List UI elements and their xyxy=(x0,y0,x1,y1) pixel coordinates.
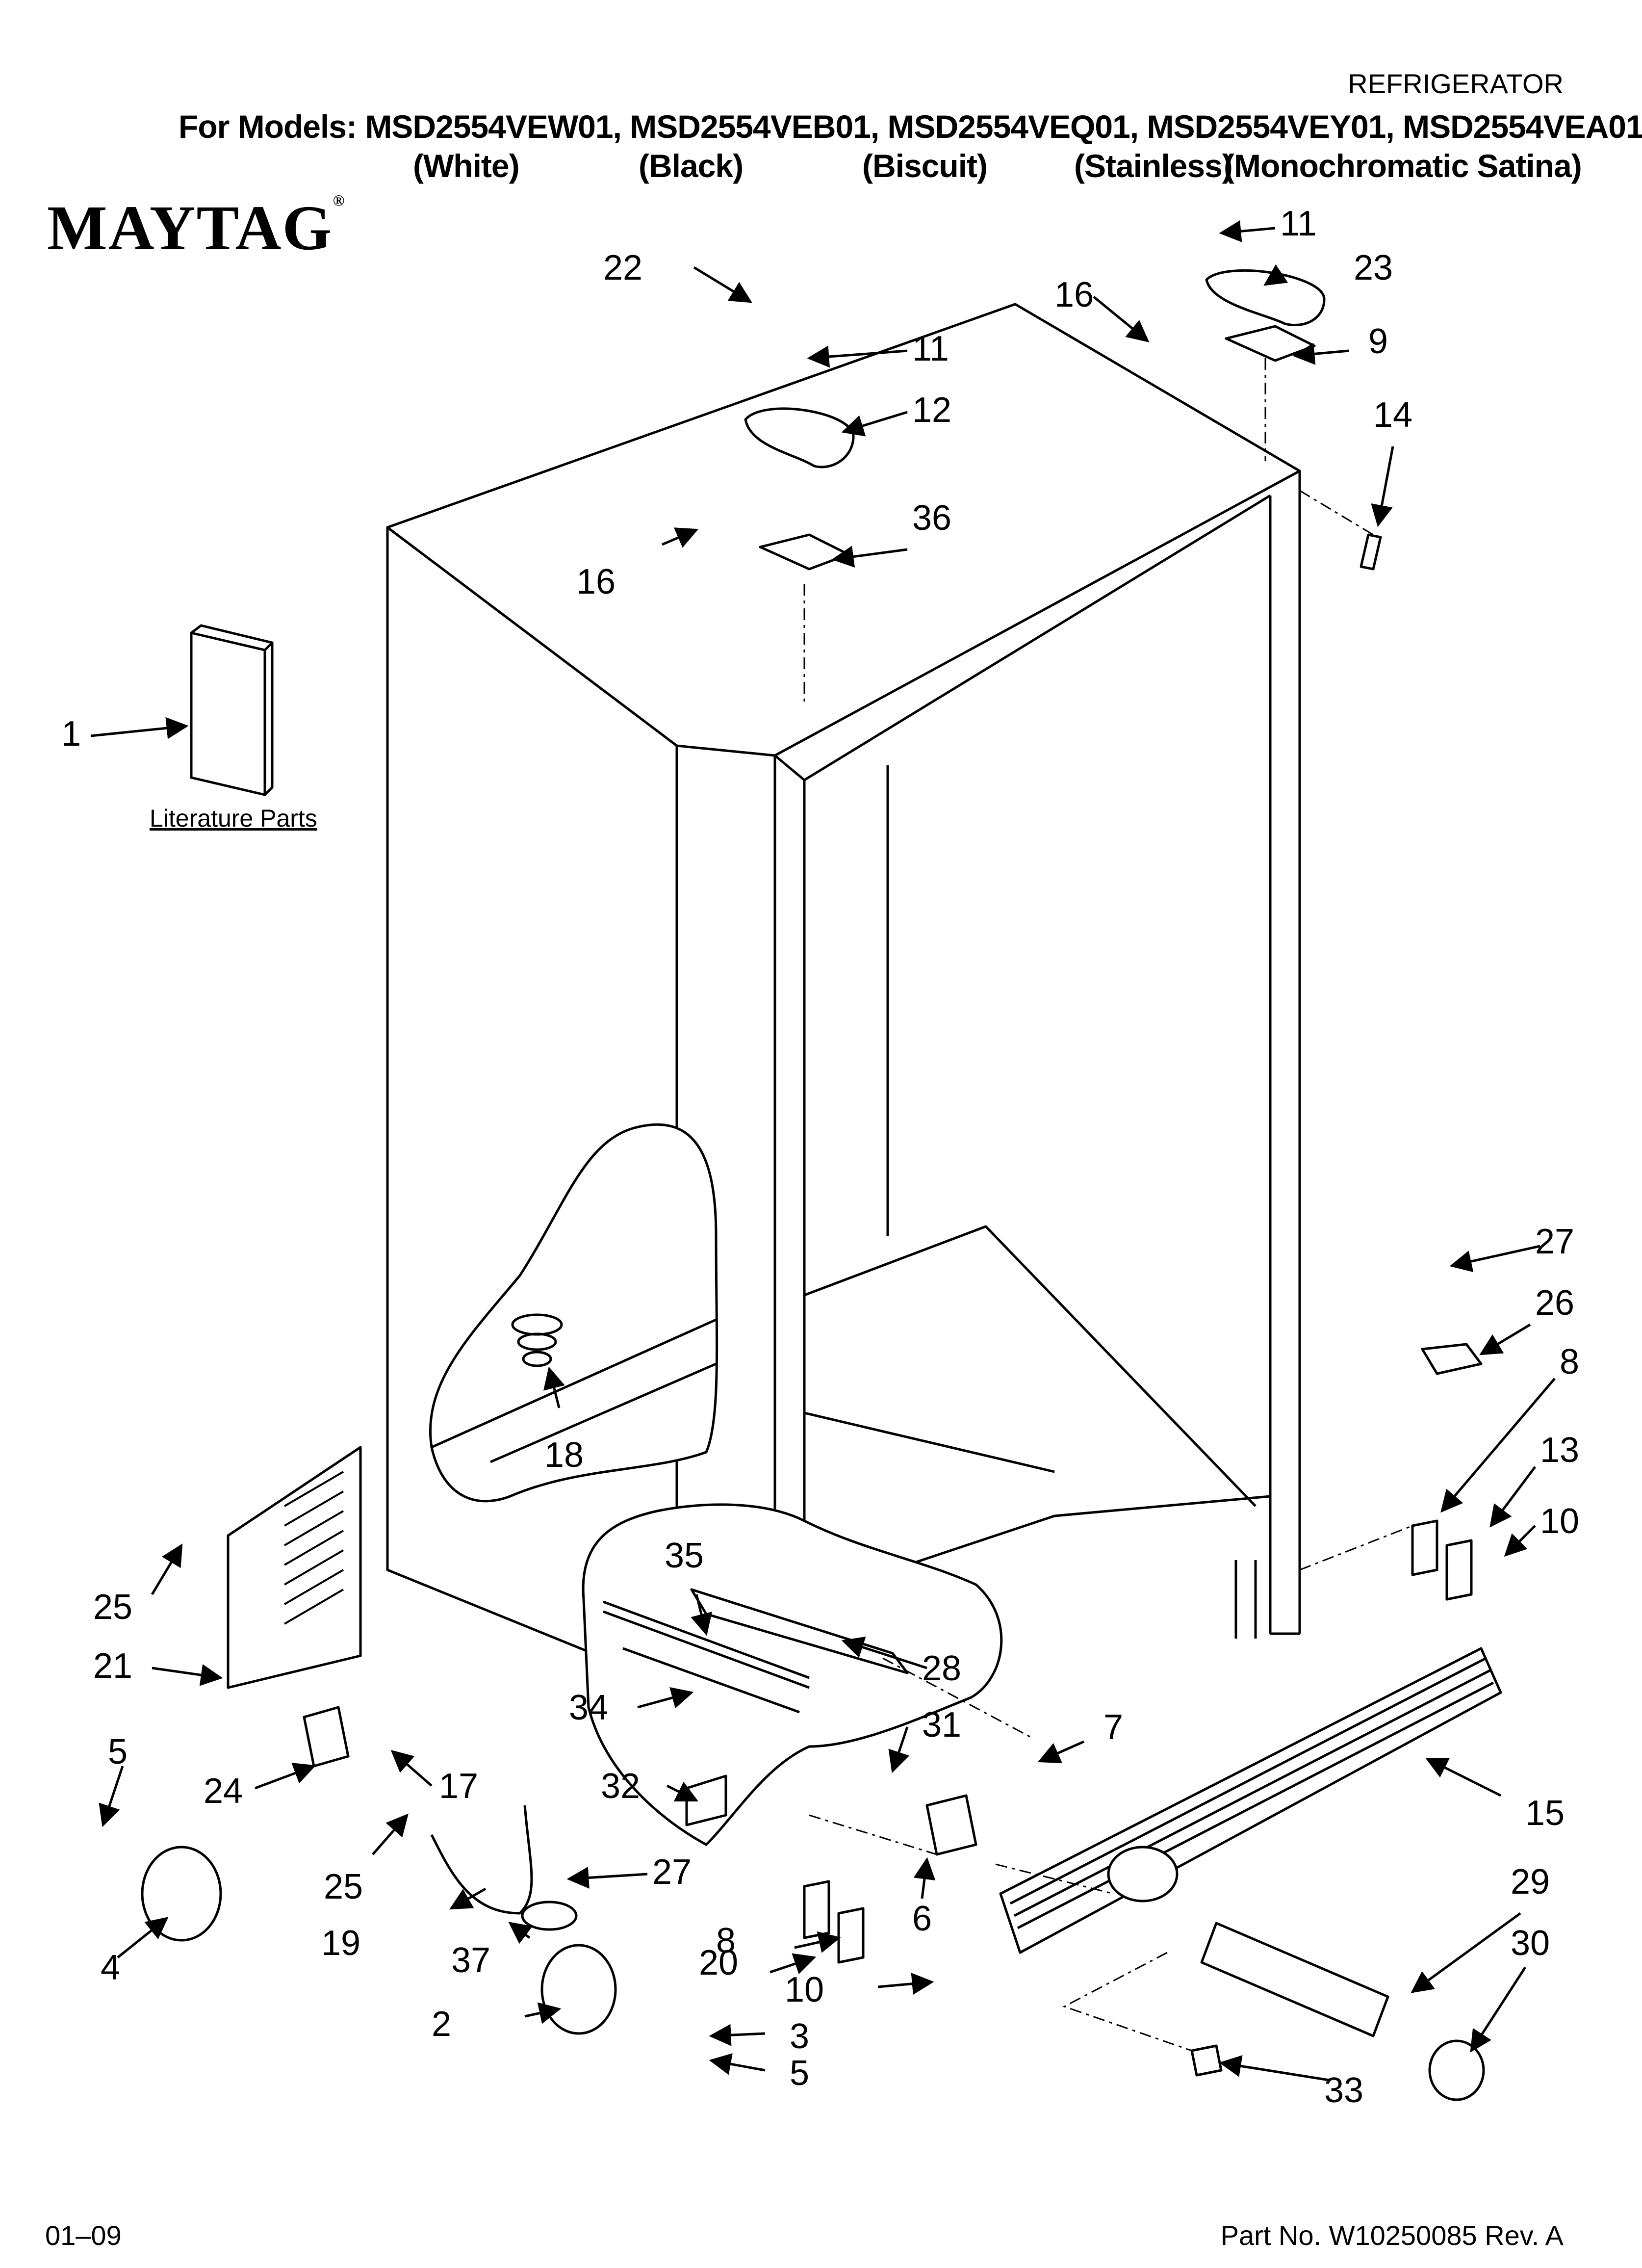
callout-label: 17 xyxy=(439,1767,478,1806)
footer-date: 01–09 xyxy=(45,2220,122,2251)
callout-label: 20 xyxy=(699,1943,738,1982)
callout-label: 36 xyxy=(912,498,951,538)
color-white: (White) xyxy=(413,148,520,184)
brand-logo: MAYTAG® xyxy=(47,191,346,263)
callout-label: 12 xyxy=(912,391,951,430)
callout-label: 25 xyxy=(93,1588,132,1627)
callout-label: 9 xyxy=(1368,322,1388,361)
callout-label: 10 xyxy=(1540,1502,1579,1541)
callout-label: 31 xyxy=(922,1705,961,1745)
callout-label: 21 xyxy=(93,1646,132,1686)
document-type: REFRIGERATOR xyxy=(1348,68,1564,99)
rear-panel xyxy=(227,1446,362,1689)
cutaway-lower xyxy=(582,1503,1003,1846)
callout-label: 10 xyxy=(785,1970,824,2009)
callout-label: 8 xyxy=(1560,1342,1579,1382)
callout-label: 18 xyxy=(544,1435,584,1475)
callout-label: 19 xyxy=(321,1924,360,1963)
callout-label: 16 xyxy=(1054,275,1094,314)
callout-label: 32 xyxy=(601,1767,640,1806)
literature-parts-label: Literature Parts xyxy=(150,805,317,832)
callout-label: 25 xyxy=(324,1867,363,1906)
callout-label: 3 xyxy=(790,2017,809,2056)
callout-label: 23 xyxy=(1354,248,1393,287)
callout-label: 11 xyxy=(1280,204,1317,243)
cutaway-left xyxy=(429,1123,718,1503)
color-monochromatic-satina: (Monochromatic Satina) xyxy=(1224,148,1582,184)
callout-label: 5 xyxy=(790,2054,809,2093)
color-stainless: (Stainless) xyxy=(1074,148,1233,184)
base-grille xyxy=(999,1647,1502,1954)
callout-label: 14 xyxy=(1373,395,1412,435)
callout-label: 29 xyxy=(1511,1862,1550,1902)
callout-label: 27 xyxy=(1535,1222,1574,1261)
callout-label: 30 xyxy=(1511,1924,1550,1963)
callout-label: 7 xyxy=(1103,1708,1123,1747)
callout-label: 34 xyxy=(569,1688,608,1727)
literature-book xyxy=(190,631,266,796)
models-line: For Models: MSD2554VEW01, MSD2554VEB01, … xyxy=(179,108,1642,145)
callout-label: 37 xyxy=(451,1941,490,1980)
callout-label: 6 xyxy=(912,1899,932,1938)
callout-label: 22 xyxy=(603,248,642,287)
callout-label: 5 xyxy=(108,1732,128,1772)
callout-label: 16 xyxy=(576,562,616,601)
color-biscuit: (Biscuit) xyxy=(862,148,988,184)
callout-label: 8 xyxy=(716,1921,736,1960)
callout-label: 1 xyxy=(61,714,81,754)
callout-label: 15 xyxy=(1525,1794,1565,1833)
callout-label: 13 xyxy=(1540,1431,1579,1470)
callout-label: 33 xyxy=(1324,2071,1363,2110)
callout-label: 4 xyxy=(101,1948,120,1987)
callout-label: 27 xyxy=(652,1852,692,1892)
callout-label: 35 xyxy=(665,1536,704,1575)
callout-label: 28 xyxy=(922,1649,961,1688)
footer-part-number: Part No. W10250085 Rev. A xyxy=(1220,2220,1564,2251)
callout-label: 11 xyxy=(912,329,949,368)
callout-label: 26 xyxy=(1535,1283,1574,1323)
color-black: (Black) xyxy=(639,148,744,184)
callout-label: 2 xyxy=(432,2005,451,2044)
callout-label: 24 xyxy=(204,1772,243,1811)
